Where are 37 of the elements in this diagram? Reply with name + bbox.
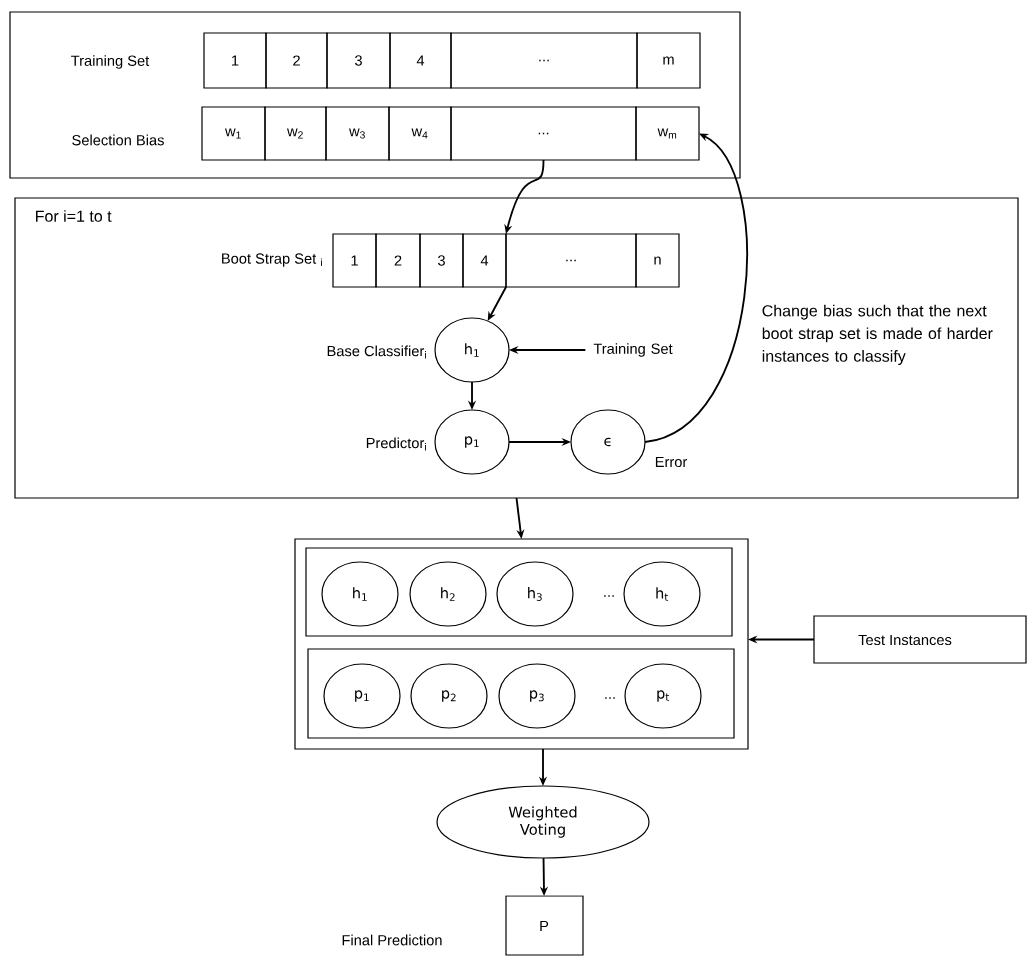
arrow bbox=[644, 133, 748, 443]
table-cell: 3 bbox=[326, 32, 391, 89]
table-cell: 1 bbox=[332, 233, 377, 288]
node-label: Error bbox=[655, 456, 688, 468]
table-cell: w$_{2}$ bbox=[264, 106, 327, 161]
table-cell: w$_{1}$ bbox=[201, 106, 266, 161]
node-label: Final Prediction bbox=[342, 934, 442, 946]
table-cell: w$_{4}$ bbox=[388, 106, 452, 161]
table-cell: 4 bbox=[389, 32, 452, 89]
ensemble-box bbox=[294, 538, 749, 750]
arrow bbox=[487, 286, 507, 321]
table-cell: n bbox=[635, 233, 680, 288]
table-cell: ... bbox=[450, 106, 637, 161]
ellipsis: ... bbox=[604, 595, 614, 597]
table-cell: 3 bbox=[419, 233, 464, 288]
classifier-row bbox=[305, 547, 733, 637]
node-label: Base Classifier$_{i}$ bbox=[327, 345, 426, 359]
table-cell: m bbox=[636, 32, 701, 89]
node-label: Selection Bias bbox=[72, 134, 164, 146]
input-label: Training Set bbox=[593, 343, 673, 357]
table-cell: w$_{m}$ bbox=[635, 106, 700, 161]
table-cell: w$_{3}$ bbox=[325, 106, 390, 161]
table-cell: ... bbox=[505, 233, 637, 288]
node-label: Training Set bbox=[71, 55, 150, 69]
node-label: Predictor$_{i}$ bbox=[366, 437, 426, 451]
table-cell: 1 bbox=[203, 32, 267, 89]
table-cell: 2 bbox=[375, 233, 421, 288]
note-text: Change bias such that the next boot strap set is made of harder instances to classify bbox=[762, 304, 993, 365]
panel-box bbox=[9, 11, 741, 179]
output-box: P bbox=[505, 895, 584, 956]
input-box: Test Instances bbox=[813, 615, 1027, 664]
predictor-row bbox=[307, 648, 735, 739]
table-cell: ... bbox=[450, 32, 638, 89]
node-label: Boot Strap Set $_{i}$ bbox=[222, 253, 322, 267]
table-cell: 2 bbox=[265, 32, 328, 89]
table-cell: 4 bbox=[462, 233, 507, 288]
ellipsis: ... bbox=[605, 697, 615, 699]
